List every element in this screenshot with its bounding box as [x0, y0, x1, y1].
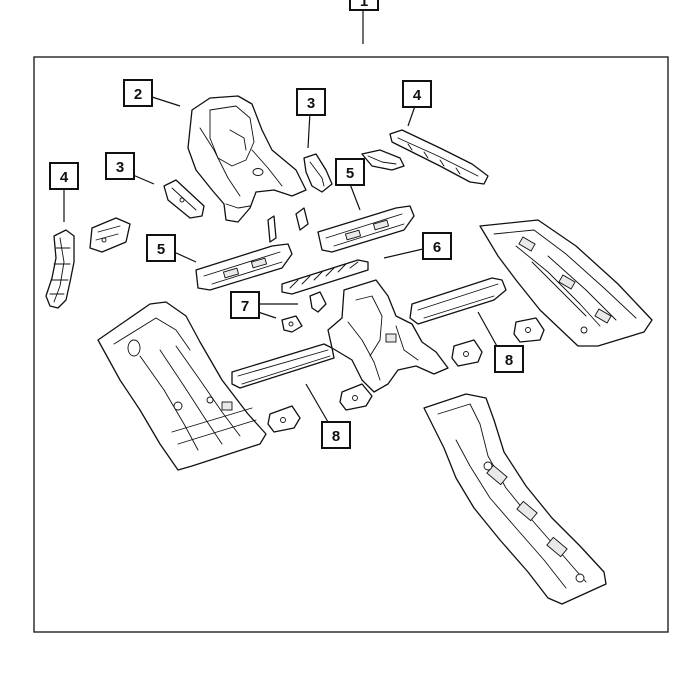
svg-text:7: 7 — [241, 298, 249, 315]
part-mount-center-b — [267, 405, 301, 433]
callout-5-left: 5 — [146, 234, 176, 262]
callout-4-left: 4 — [49, 162, 79, 190]
part-crossmember-small-left — [163, 179, 205, 219]
callout-6: 6 — [422, 232, 452, 260]
part-mount-right-b — [451, 339, 483, 367]
part-rail-curved-left — [45, 229, 75, 309]
part-mount-center-a — [339, 383, 373, 411]
part-bracket-upper — [303, 153, 333, 193]
leader-5a — [349, 183, 361, 211]
leader-7b — [257, 311, 277, 319]
leader-5b — [173, 251, 197, 263]
part-floor-pan-right — [479, 219, 653, 347]
part-bracket-small-b — [89, 217, 131, 253]
svg-text:4: 4 — [413, 87, 422, 104]
callout-1: 1 — [349, 0, 379, 11]
part-ribbed-bar — [281, 259, 369, 295]
svg-text:3: 3 — [307, 95, 315, 112]
part-rail-upper-right — [389, 129, 489, 185]
part-mount-right-a — [513, 317, 545, 343]
part-floor-pan-left — [97, 301, 267, 471]
leader-3a — [307, 111, 311, 149]
svg-text:6: 6 — [433, 239, 441, 256]
part-crossmember-upper — [317, 205, 415, 253]
svg-text:5: 5 — [346, 165, 354, 182]
leader-8a — [477, 311, 499, 349]
callout-8-right: 8 — [494, 345, 524, 373]
svg-text:1: 1 — [360, 0, 368, 10]
svg-text:5: 5 — [157, 241, 165, 258]
svg-text:2: 2 — [134, 86, 142, 103]
callout-3-left: 3 — [105, 152, 135, 180]
callout-2: 2 — [123, 79, 153, 107]
svg-text:3: 3 — [116, 159, 124, 176]
part-bracket-pins — [267, 207, 309, 243]
callout-4-upper: 4 — [402, 80, 432, 108]
callout-5-upper: 5 — [335, 158, 365, 186]
part-clip — [281, 291, 327, 333]
callout-7: 7 — [230, 291, 260, 319]
assembly-frame — [33, 56, 669, 633]
leader-6 — [383, 248, 424, 259]
callout-8-lower: 8 — [321, 421, 351, 449]
part-crossmember-right — [409, 277, 507, 325]
callout-3-upper: 3 — [296, 88, 326, 116]
svg-text:8: 8 — [505, 352, 513, 369]
part-crossmember-lower-left — [231, 343, 335, 389]
part-rear-tunnel — [327, 279, 449, 393]
leader-2 — [151, 96, 181, 107]
part-front-tunnel — [187, 95, 307, 223]
leader-3b — [132, 174, 155, 185]
leader-8b — [305, 383, 329, 423]
part-rear-tunnel-long — [423, 393, 607, 605]
part-bracket-small-a — [361, 149, 405, 171]
svg-text:8: 8 — [332, 428, 340, 445]
leader-4a — [407, 105, 416, 127]
part-crossmember-lower — [195, 243, 293, 291]
svg-text:4: 4 — [60, 169, 69, 186]
